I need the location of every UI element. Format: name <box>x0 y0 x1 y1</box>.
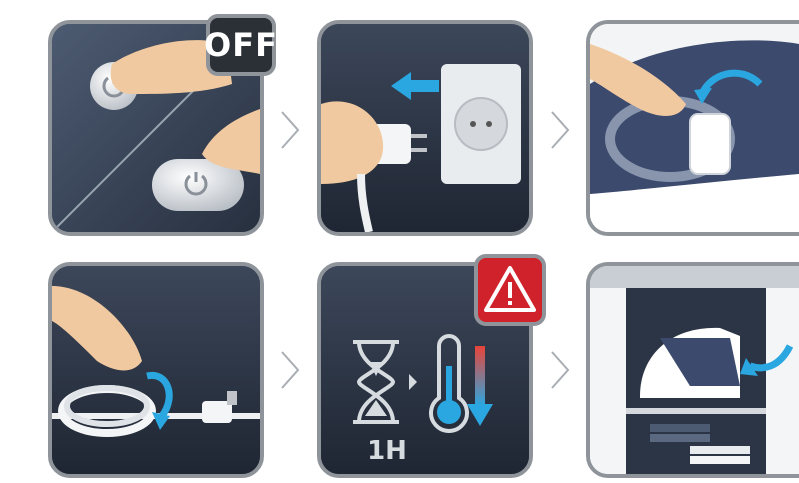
unplug-illustration <box>321 24 529 232</box>
warning-badge <box>474 254 546 326</box>
wrap-cord-illustration <box>590 24 799 232</box>
step-wrap-cord-panel <box>586 20 799 236</box>
warning-icon <box>478 258 542 322</box>
off-badge: OFF <box>206 14 276 76</box>
duration-label: 1H <box>357 436 417 466</box>
step-coil-cord-panel <box>48 262 264 478</box>
step-unplug-panel <box>317 20 533 236</box>
chevron-right-icon <box>548 350 572 390</box>
step-store-panel <box>586 262 799 478</box>
coil-cord-illustration <box>52 266 260 474</box>
chevron-right-icon <box>278 350 302 390</box>
off-label: OFF <box>210 18 272 72</box>
chevron-right-icon <box>278 110 302 150</box>
chevron-right-icon <box>548 110 572 150</box>
store-illustration <box>590 266 799 474</box>
cooling-arrow-icon <box>475 346 485 406</box>
cord-clip-icon <box>690 114 730 174</box>
